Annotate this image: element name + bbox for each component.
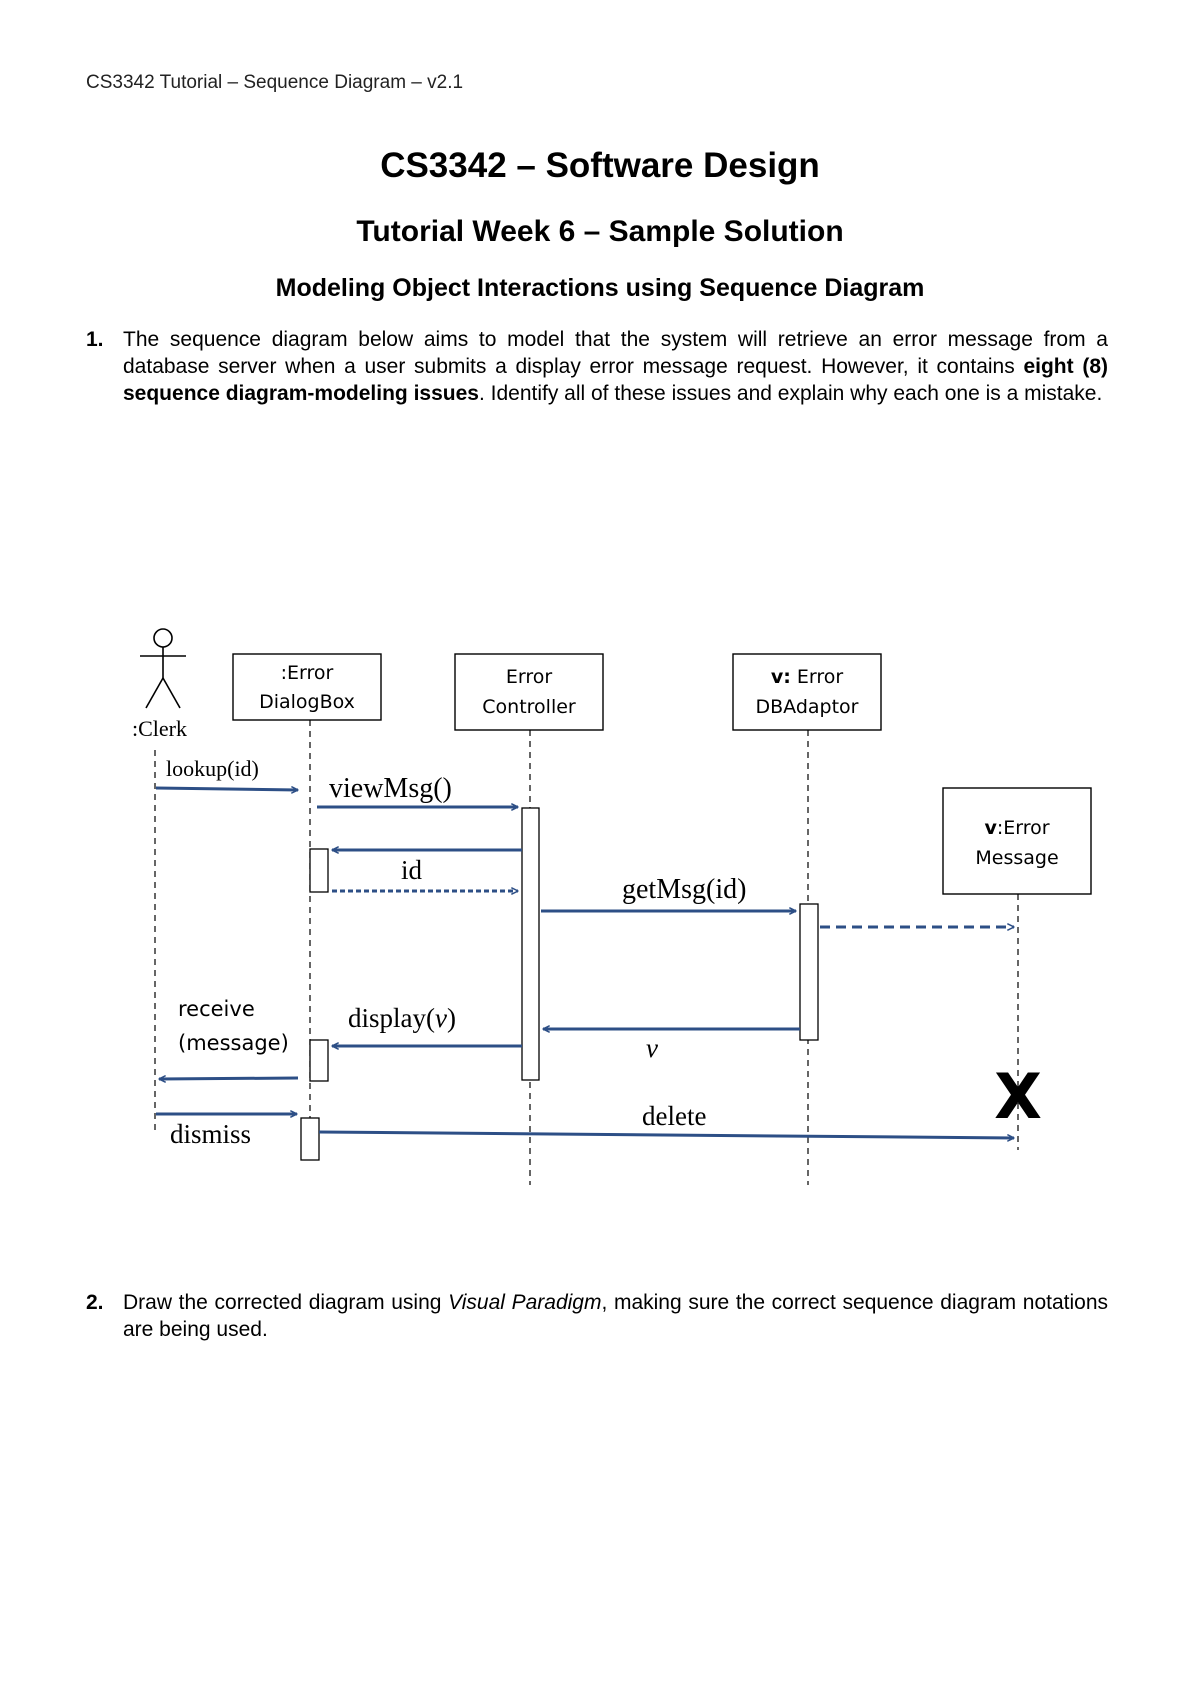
- destroy-x-icon: X: [994, 1060, 1042, 1133]
- message-arrow-receive: [159, 1078, 299, 1079]
- label-id: id: [401, 855, 423, 885]
- controller-label-2: Controller: [482, 696, 576, 718]
- activation-bar: [309, 1039, 329, 1082]
- running-head: CS3342 Tutorial – Sequence Diagram – v2.…: [86, 72, 464, 93]
- lifeline-head-errormessage: v:Error Message: [942, 787, 1092, 895]
- label-display: display(v): [348, 1003, 456, 1033]
- question-text-part: . Identify all of these issues and expla…: [478, 382, 1103, 405]
- section-heading: Modeling Object Interactions using Seque…: [275, 274, 925, 302]
- message-arrow-delete: [318, 1130, 1014, 1138]
- actor-label: :Clerk: [132, 716, 187, 741]
- dialogbox-label-1: :Error: [281, 662, 334, 684]
- lifeline-head-dialogbox: :Error DialogBox: [232, 653, 382, 721]
- dbadaptor-label-1: v: Error: [771, 666, 844, 688]
- document-subtitle: Tutorial Week 6 – Sample Solution: [356, 215, 844, 248]
- label-viewmsg: viewMsg(): [329, 773, 452, 804]
- activation-bar: [521, 807, 540, 1081]
- question-number: 1.: [86, 328, 104, 351]
- dbadaptor-label-2: DBAdaptor: [756, 696, 859, 718]
- label-receive-1: receive: [178, 997, 255, 1021]
- question-1: 1. The sequence diagram below aims to mo…: [86, 326, 1108, 407]
- sequence-diagram: :Clerk :Error DialogBox Error Controller…: [132, 628, 1092, 1185]
- question-2: 2. Draw the corrected diagram using Visu…: [86, 1289, 1108, 1343]
- message-arrow-lookup: [155, 788, 298, 790]
- label-delete: delete: [642, 1101, 706, 1131]
- label-receive-2: (message): [178, 1031, 289, 1055]
- question-number: 2.: [86, 1291, 104, 1314]
- question-text: Draw the corrected diagram using Visual …: [123, 1289, 1108, 1343]
- activation-bar: [309, 848, 329, 893]
- label-getmsg: getMsg(id): [622, 874, 746, 905]
- activation-bar: [799, 903, 819, 1041]
- question-text-part: , making sure the correct sequence diagr…: [123, 1291, 1109, 1341]
- activation-bar: [300, 1117, 320, 1161]
- dialogbox-label-2: DialogBox: [259, 691, 355, 713]
- question-text-part: Draw the corrected diagram using: [123, 1291, 449, 1314]
- errormessage-label-2: Message: [975, 847, 1058, 869]
- lifeline-head-dbadaptor: v: Error DBAdaptor: [732, 653, 882, 731]
- question-emphasis: eight (8) sequence diagram-modeling issu…: [123, 355, 1108, 405]
- actor-stick-figure: [140, 628, 186, 709]
- label-lookup: lookup(id): [166, 756, 259, 781]
- question-emphasis: Visual Paradigm: [448, 1291, 602, 1314]
- question-text: The sequence diagram below aims to model…: [123, 326, 1108, 407]
- errormessage-label-1: v:Error: [984, 817, 1049, 839]
- lifeline-head-controller: Error Controller: [454, 653, 604, 731]
- question-text-part: The sequence diagram below aims to model…: [123, 328, 1108, 378]
- document-title: CS3342 – Software Design: [380, 146, 820, 185]
- label-dismiss: dismiss: [170, 1119, 251, 1149]
- controller-label-1: Error: [506, 666, 553, 688]
- label-v-return: v: [646, 1033, 658, 1063]
